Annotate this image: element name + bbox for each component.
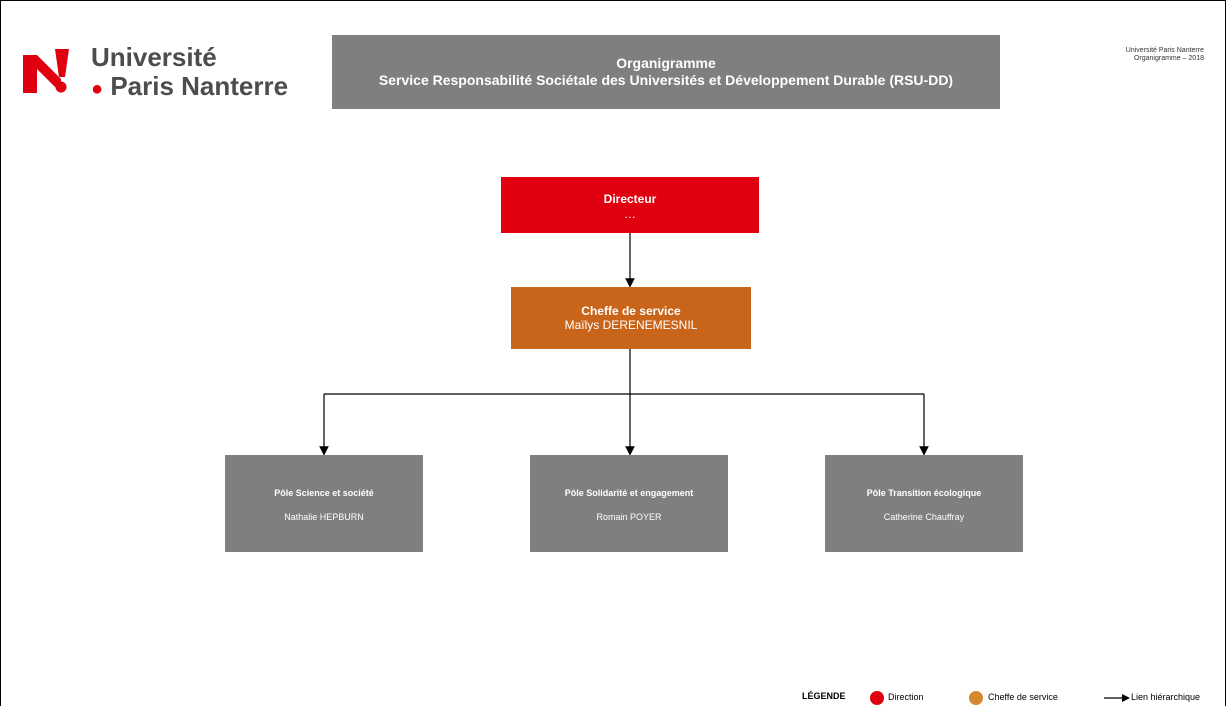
direction-dot-icon xyxy=(870,691,884,705)
chief-dot-icon xyxy=(969,691,983,705)
meta-line-1: Université Paris Nanterre xyxy=(1125,47,1204,54)
arrow-right-icon xyxy=(1104,694,1130,702)
director-box: Directeur … xyxy=(501,177,759,233)
director-role: Directeur xyxy=(603,192,657,206)
logo-text: Université ● Paris Nanterre xyxy=(91,43,288,104)
title-line-2: Service Responsabilité Sociétale des Uni… xyxy=(378,72,954,88)
legend: LÉGENDE Direction Cheffe de service Lien… xyxy=(1,691,1226,705)
logo-mark-icon xyxy=(23,49,69,93)
document-meta: Université Paris Nanterre Organigramme –… xyxy=(1126,47,1204,63)
director-person: … xyxy=(624,207,636,221)
meta-line-2: Organigramme – 2018 xyxy=(1133,55,1204,62)
legend-link-label: Lien hiérarchique xyxy=(1131,692,1201,702)
chief-role: Cheffe de service xyxy=(581,304,681,318)
pole-box-solidarite: Pôle Solidarité et engagement Romain POY… xyxy=(530,455,728,552)
university-logo: Université ● Paris Nanterre xyxy=(23,43,288,113)
pole-person: Catherine Chauffray xyxy=(883,512,965,522)
chief-box: Cheffe de service Maïlys DERENEMESNIL xyxy=(511,287,751,349)
pole-name: Pôle Transition écologique xyxy=(866,488,982,498)
page-title: Organigramme Service Responsabilité Soci… xyxy=(332,35,1000,109)
logo-line-2: ● Paris Nanterre xyxy=(91,71,289,101)
chief-person: Maïlys DERENEMESNIL xyxy=(564,318,698,332)
legend-title: LÉGENDE xyxy=(802,691,846,701)
pole-person: Romain POYER xyxy=(596,512,662,522)
legend-chief-label: Cheffe de service xyxy=(988,692,1058,702)
logo-line-2-text: Paris Nanterre xyxy=(110,71,289,101)
pole-name: Pôle Science et société xyxy=(274,488,374,498)
title-line-1: Organigramme xyxy=(616,55,716,71)
pole-person: Nathalie HEPBURN xyxy=(284,512,364,522)
pole-box-transition: Pôle Transition écologique Catherine Cha… xyxy=(825,455,1023,552)
legend-direction-label: Direction xyxy=(888,692,924,702)
pole-name: Pôle Solidarité et engagement xyxy=(564,488,694,498)
pole-box-science: Pôle Science et société Nathalie HEPBURN xyxy=(225,455,423,552)
logo-line-1: Université xyxy=(91,42,217,72)
